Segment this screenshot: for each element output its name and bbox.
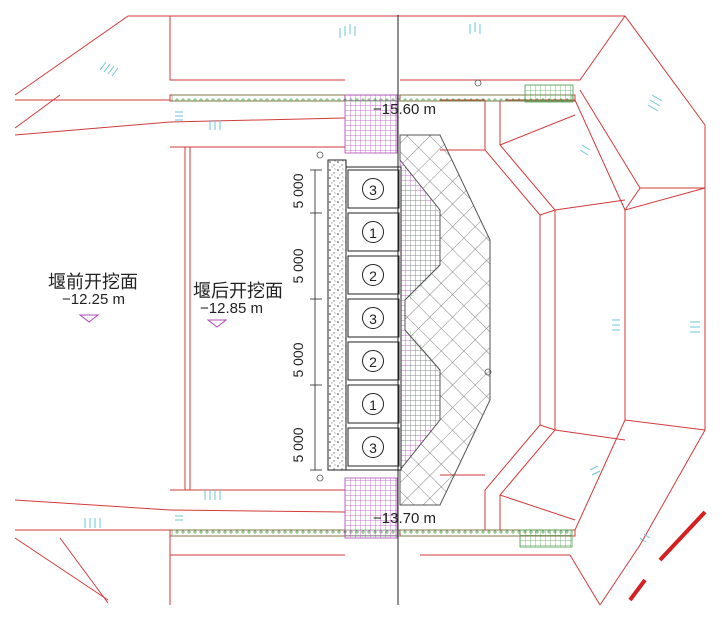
- slope-marks: [84, 22, 700, 543]
- top-elevation-label: −15.60 m: [373, 101, 436, 118]
- bottom-elevation-label: −13.70 m: [373, 510, 436, 527]
- upstream-area-label: 堰前开挖面: [48, 272, 138, 292]
- crosshatch-core: [399, 134, 491, 506]
- dimension-label: 5 000: [290, 248, 306, 284]
- block: [347, 212, 400, 252]
- upstream-elevation-label: −12.25 m: [62, 291, 125, 308]
- magenta-fill-top: [344, 94, 398, 154]
- heavy-red-line: [628, 578, 647, 602]
- green-grid-top: [524, 84, 574, 103]
- survey-points: [316, 79, 492, 482]
- dimension-label: 5 000: [290, 342, 306, 378]
- magenta-fill-bottom: [344, 477, 398, 539]
- block-number-label: 2: [362, 350, 384, 372]
- dimension-line: [310, 169, 322, 471]
- downstream-area-label: 堰后开挖面: [193, 281, 283, 301]
- green-grid-bottom: [519, 529, 573, 548]
- heavy-red-line: [658, 510, 707, 562]
- downstream-elevation-label: −12.85 m: [200, 300, 263, 317]
- downstream-elevation-marker: [206, 319, 228, 328]
- upstream-elevation-marker: [78, 314, 100, 323]
- block-number-label: 1: [362, 221, 384, 243]
- block: [347, 169, 400, 209]
- dimension-label: 5 000: [290, 173, 306, 209]
- green-fill-core: [400, 180, 440, 450]
- block-number-label: 1: [362, 393, 384, 415]
- block: [347, 255, 400, 295]
- block-number-label: 3: [362, 307, 384, 329]
- block-number-label: 3: [362, 436, 384, 458]
- block-number-label: 3: [362, 178, 384, 200]
- block: [347, 427, 400, 467]
- block: [347, 298, 400, 338]
- block: [347, 341, 400, 381]
- block-number-label: 2: [362, 264, 384, 286]
- dimension-label: 5 000: [290, 427, 306, 463]
- concrete-wall: [327, 159, 347, 471]
- block: [347, 384, 400, 424]
